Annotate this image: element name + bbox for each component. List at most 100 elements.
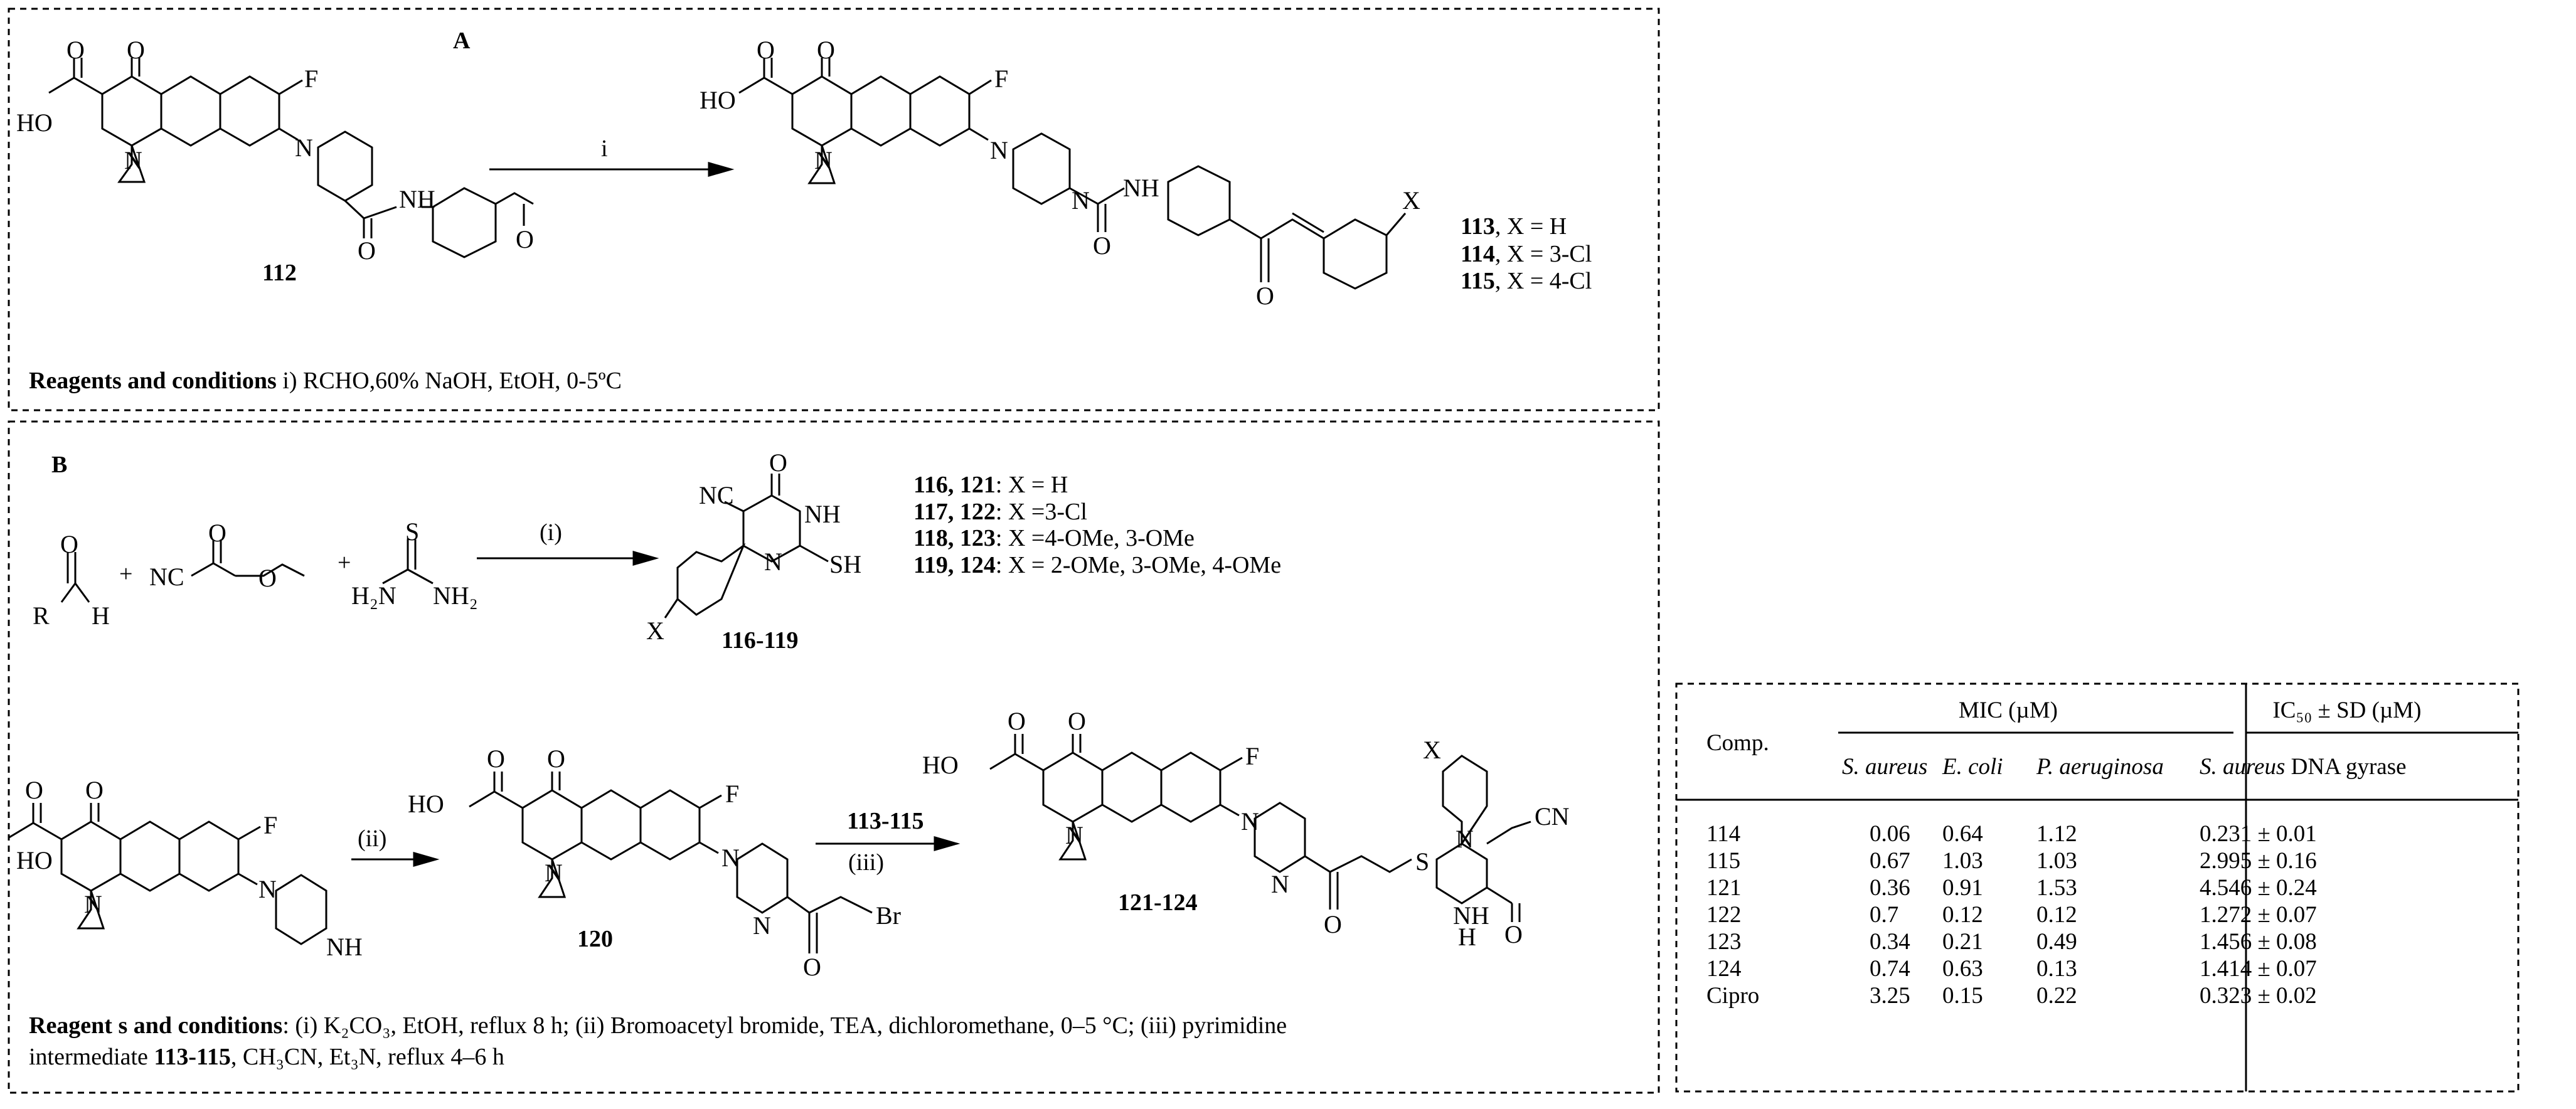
atom-o: O [1504, 920, 1523, 948]
thiourea-h2n: H₂N [351, 581, 397, 610]
atom-f: F [994, 65, 1009, 93]
atom-o: O [516, 225, 534, 253]
thiourea-nh2: NH₂ [433, 581, 478, 610]
atom-n: N [258, 875, 277, 903]
atom-n: N [1456, 825, 1474, 853]
atom-n: N [721, 844, 740, 872]
panel-a-border [8, 8, 1660, 411]
compound-112-bonds [48, 58, 534, 258]
substituent-x: X [646, 617, 664, 645]
atom-n: N [545, 859, 563, 887]
ester-o1: O [208, 519, 226, 547]
atom-f: F [1245, 742, 1260, 770]
atom-nh: NH [1453, 901, 1489, 930]
atom-ho: HO [700, 86, 736, 114]
table-row: 115 0.67 1.03 1.03 2.995 ± 0.16 [1706, 848, 2317, 874]
atom-o: O [127, 36, 145, 64]
atom-o: O [85, 776, 104, 804]
aldehyde-o: O [60, 530, 78, 558]
table-row: 114 0.06 0.64 1.12 0.231 ± 0.01 [1706, 821, 2317, 847]
table-row: 123 0.34 0.21 0.49 1.456 ± 0.08 [1706, 929, 2317, 955]
atom-ho: HO [16, 846, 53, 874]
pyrimidine-116-119-bonds [664, 474, 829, 618]
atom-n: N [84, 890, 102, 918]
atom-n: N [295, 134, 313, 162]
product-113: 113, X = H [1461, 213, 1567, 240]
series-117-122: 117, 122: X =3-Cl [913, 498, 1087, 525]
series-list: 116, 121: X = H 117, 122: X =3-Cl 118, 1… [913, 472, 1281, 578]
compound-112-label: 112 [262, 260, 297, 286]
final-121-124-bonds [989, 734, 1531, 922]
atom-ho: HO [16, 109, 53, 137]
substituent-x: X [1402, 186, 1420, 215]
atom-nh: NH [399, 185, 435, 213]
atom-o: O [67, 36, 85, 64]
panel-a-conditions: Reagents and conditions i) RCHO,60% NaOH… [29, 368, 622, 394]
atom-o: O [769, 448, 787, 477]
atom-o: O [358, 236, 376, 265]
final-cn: CN [1535, 802, 1570, 830]
atom-h: H [1458, 923, 1476, 951]
series-116-121: 116, 121: X = H [913, 472, 1068, 498]
atom-n: N [990, 136, 1008, 164]
atom-ho: HO [922, 751, 959, 779]
atom-br: Br [876, 901, 901, 930]
atom-nh: NH [1123, 174, 1159, 202]
atom-n: N [814, 146, 833, 174]
sub-header-s-aureus: S. aureus [1842, 753, 1928, 780]
aldehyde-h: H [92, 602, 110, 630]
atom-n: N [1072, 186, 1090, 215]
product-list: 113, X = H 114, X = 3-Cl 115, X = 4-Cl [1461, 213, 1592, 295]
atom-o: O [487, 745, 505, 773]
atom-s: S [1415, 847, 1430, 876]
ester-o2: O [258, 564, 277, 592]
arrow-iii-top: 113-115 [847, 808, 924, 834]
atom-ho: HO [408, 790, 444, 818]
intermediate-120-label: 120 [577, 926, 613, 952]
product-114: 114, X = 3-Cl [1461, 240, 1592, 267]
plus-sign: + [338, 549, 351, 576]
panel-b-letter: B [51, 452, 68, 478]
table-border [1675, 682, 2520, 1093]
activity-table: Comp. MIC (µM) IC₅₀ ± SD (µM) S. aureus … [1679, 686, 2513, 1009]
series-118-123: 118, 123: X =4-OMe, 3-OMe [913, 525, 1195, 552]
atom-o: O [817, 36, 835, 64]
final-121-124-label: 121-124 [1118, 889, 1198, 916]
substituent-x: X [1423, 736, 1441, 764]
panel-b-conditions-line1: Reagent s and conditions: (i) K₂CO₃, EtO… [29, 1012, 1287, 1039]
pyrimidine-label: 116-119 [721, 627, 799, 654]
atom-o: O [25, 776, 43, 804]
plus-sign: + [119, 561, 133, 587]
comp-header: Comp. [1706, 730, 1769, 756]
atom-n: N [753, 911, 771, 940]
table-row: 122 0.7 0.12 0.12 1.272 ± 0.07 [1706, 902, 2317, 928]
sub-header-p-aeruginosa: P. aeruginosa [2036, 753, 2164, 780]
sub-header-gyrase: S. aureus DNA gyrase [2200, 753, 2407, 780]
atom-o: O [757, 36, 775, 64]
panel-b-border [8, 420, 1660, 1094]
atom-nh: NH [804, 500, 841, 528]
ciprofloxacin-bonds [8, 803, 327, 945]
atom-n: N [124, 146, 142, 174]
arrow-i-label: (i) [540, 519, 562, 546]
arrow-iii-bottom: (iii) [848, 849, 884, 876]
panel-a-letter: A [453, 28, 471, 54]
table-row: 121 0.36 0.91 1.53 4.546 ± 0.24 [1706, 875, 2317, 901]
panel-a-arrow-label: i [601, 135, 608, 162]
thiourea-s: S [405, 517, 420, 546]
aldehyde-r: R [33, 602, 50, 630]
atom-sh: SH [829, 550, 862, 578]
atom-o: O [1324, 910, 1342, 938]
panel-b-conditions-line2: intermediate 113-115, CH₃CN, Et₃N, reflu… [29, 1044, 504, 1070]
series-119-124: 119, 124: X = 2-OMe, 3-OMe, 4-OMe [913, 551, 1282, 578]
intermediate-120-bonds [469, 772, 873, 953]
atom-f: F [725, 780, 740, 808]
atom-o: O [1068, 707, 1086, 735]
table-row: Cipro 3.25 0.15 0.22 0.323 ± 0.02 [1706, 983, 2317, 1009]
atom-o: O [803, 953, 821, 981]
atom-f: F [304, 65, 319, 93]
mic-header: MIC (µM) [1958, 697, 2058, 723]
atom-n: N [764, 548, 782, 576]
atom-o: O [547, 745, 565, 773]
product-115: 115, X = 4-Cl [1461, 268, 1592, 295]
